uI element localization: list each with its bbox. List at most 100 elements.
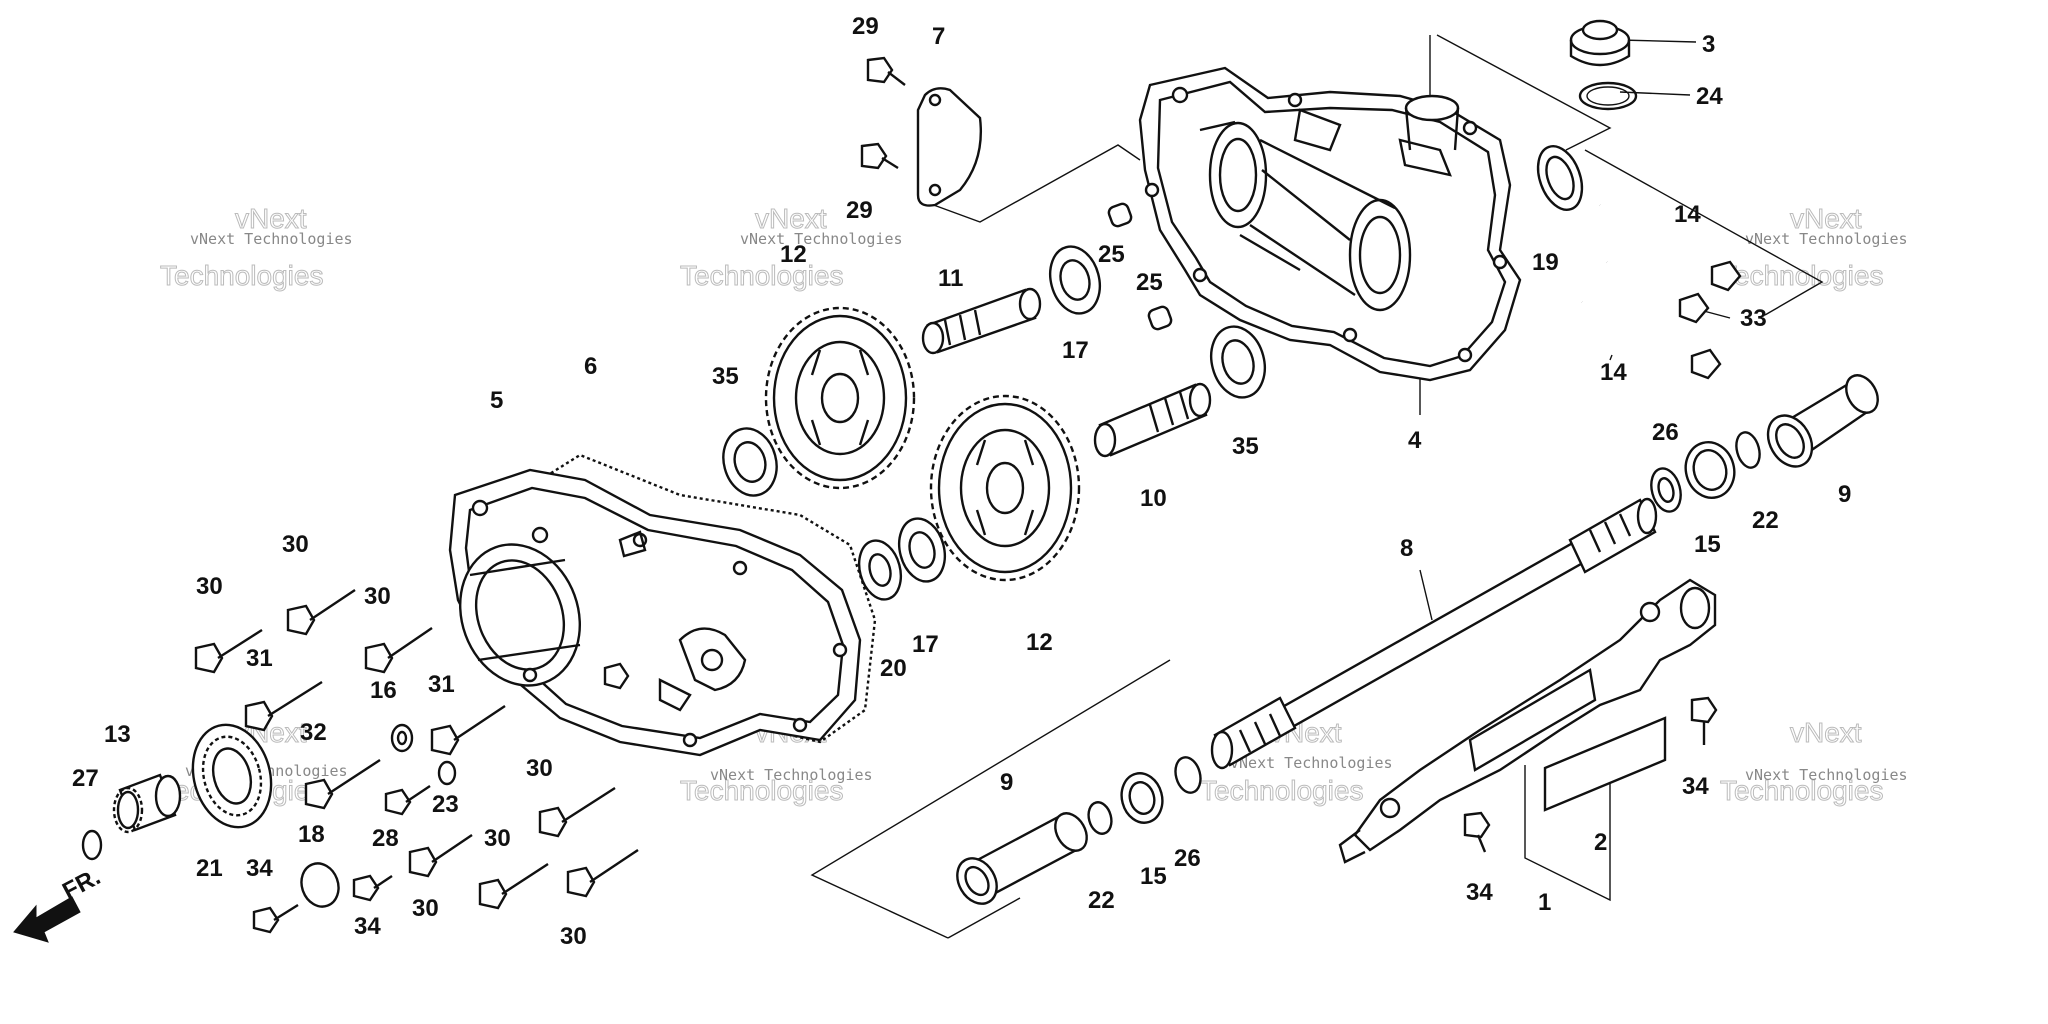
part-34-bolt (352, 874, 393, 902)
callout-2: 2 (1594, 829, 1607, 856)
callout-33: 33 (1740, 305, 1767, 332)
part-26-washer-right (1650, 467, 1682, 513)
callout-30: 30 (282, 531, 309, 558)
part-17-bearing-lower (897, 517, 947, 583)
callout-7: 7 (932, 23, 945, 50)
watermark-small: vNext Technologies (190, 230, 353, 248)
part-20-bearing (857, 539, 903, 601)
callout-31: 31 (428, 671, 455, 698)
callout-31: 31 (246, 645, 273, 672)
callout-13: 13 (104, 721, 131, 748)
leader (1619, 91, 1691, 96)
part-19-oil-seal (1536, 145, 1584, 211)
front-direction-label: FR. (58, 863, 105, 905)
leader (1609, 354, 1613, 361)
callout-labels: 1 2 3 4 5 6 7 8 9 9 10 11 12 12 13 14 14… (72, 13, 1851, 950)
callout-15-lower: 15 (1140, 863, 1167, 890)
part-30-bolt (286, 589, 356, 636)
part-33-bolt (1605, 260, 1710, 324)
part-30-bolt (364, 627, 433, 674)
callout-30: 30 (412, 895, 439, 922)
part-14-bolt-lower (1581, 300, 1722, 380)
part-21-bearing (191, 723, 273, 829)
callout-30: 30 (196, 573, 223, 600)
callout-12-lower: 12 (1026, 629, 1053, 656)
watermark-large: Technologies (680, 775, 843, 806)
watermark-small: vNext Technologies (1745, 230, 1908, 248)
callout-22-lower: 22 (1088, 887, 1115, 914)
part-27-clip (81, 829, 103, 861)
part-29-bolt-lower (860, 142, 899, 170)
part-15-ring-lower (1120, 772, 1164, 824)
part-10-shaft (1093, 382, 1212, 458)
callout-17-upper: 17 (1062, 337, 1089, 364)
frame-bracket (1524, 765, 1611, 902)
case-bracket (1436, 34, 1612, 151)
callout-9-lower: 9 (1000, 769, 1013, 796)
callout-26-right: 26 (1652, 419, 1679, 446)
leader (1619, 39, 1697, 43)
callout-17-lower: 17 (912, 631, 939, 658)
callout-34: 34 (246, 855, 273, 882)
part-29-bolt-upper (866, 56, 906, 86)
callout-6: 6 (584, 353, 597, 380)
part-35-bearing-left (722, 427, 778, 497)
part-34-bolt (252, 903, 299, 934)
callout-30: 30 (364, 583, 391, 610)
callout-24: 24 (1696, 83, 1723, 110)
callout-21: 21 (196, 855, 223, 882)
callout-29-lower: 29 (846, 197, 873, 224)
callout-3: 3 (1702, 31, 1715, 58)
part-11-shaft (921, 287, 1042, 355)
callout-5: 5 (490, 387, 503, 414)
callout-25-upper: 25 (1098, 241, 1125, 268)
callout-27: 27 (72, 765, 99, 792)
bolt-bracket (1584, 149, 1824, 316)
part-25-dowel-upper (1107, 202, 1133, 228)
watermark-large: Technologies (1720, 260, 1883, 291)
part-34-bolt-mid (1463, 811, 1491, 853)
callout-34: 34 (1466, 879, 1493, 906)
part-31-bolt (244, 680, 323, 732)
part-9-sleeve-lower (956, 812, 1088, 905)
part-9-sleeve-right (1766, 374, 1879, 468)
callout-28: 28 (372, 825, 399, 852)
part-5-transmission-cover (448, 468, 862, 757)
watermark-large: Technologies (1720, 775, 1883, 806)
callout-26-lower: 26 (1174, 845, 1201, 872)
part-3-cap (1569, 19, 1631, 67)
watermark-large: Technologies (680, 260, 843, 291)
watermark-top: vNext (1790, 203, 1862, 234)
callout-30: 30 (484, 825, 511, 852)
part-4-transmission-case (1138, 66, 1522, 382)
watermark-small: vNext Technologies (1745, 766, 1908, 784)
part-12-gear-lower (929, 394, 1081, 582)
callout-34: 34 (354, 913, 381, 940)
part-30-bolt (478, 862, 549, 910)
part-24-oring (1578, 81, 1638, 111)
callout-18: 18 (298, 821, 325, 848)
part-13-pinion (112, 773, 182, 834)
lower-shaft-bracket-2 (947, 897, 1021, 939)
lower-shaft-bracket (810, 659, 1171, 939)
callout-25-lower: 25 (1136, 269, 1163, 296)
callout-8: 8 (1400, 535, 1413, 562)
part-26-clip-lower (1174, 756, 1202, 794)
callout-23: 23 (432, 791, 459, 818)
part-31-bolt (430, 705, 506, 756)
part-22-ring-lower (1087, 801, 1113, 835)
watermark-large: Technologies (1200, 775, 1363, 806)
part-32-bolt (304, 758, 381, 810)
front-direction-arrow: FR. (13, 863, 105, 943)
part-30-bolt (408, 834, 473, 878)
callout-9-right: 9 (1838, 481, 1851, 508)
watermark-small: vNext Technologies (1230, 754, 1393, 772)
watermark-top: vNext (235, 203, 307, 234)
watermark-large: Technologies (160, 260, 323, 291)
callout-22-right: 22 (1752, 507, 1779, 534)
callout-12-upper: 12 (780, 241, 807, 268)
part-23-clip (437, 760, 457, 786)
part-30-bolt (194, 628, 263, 674)
